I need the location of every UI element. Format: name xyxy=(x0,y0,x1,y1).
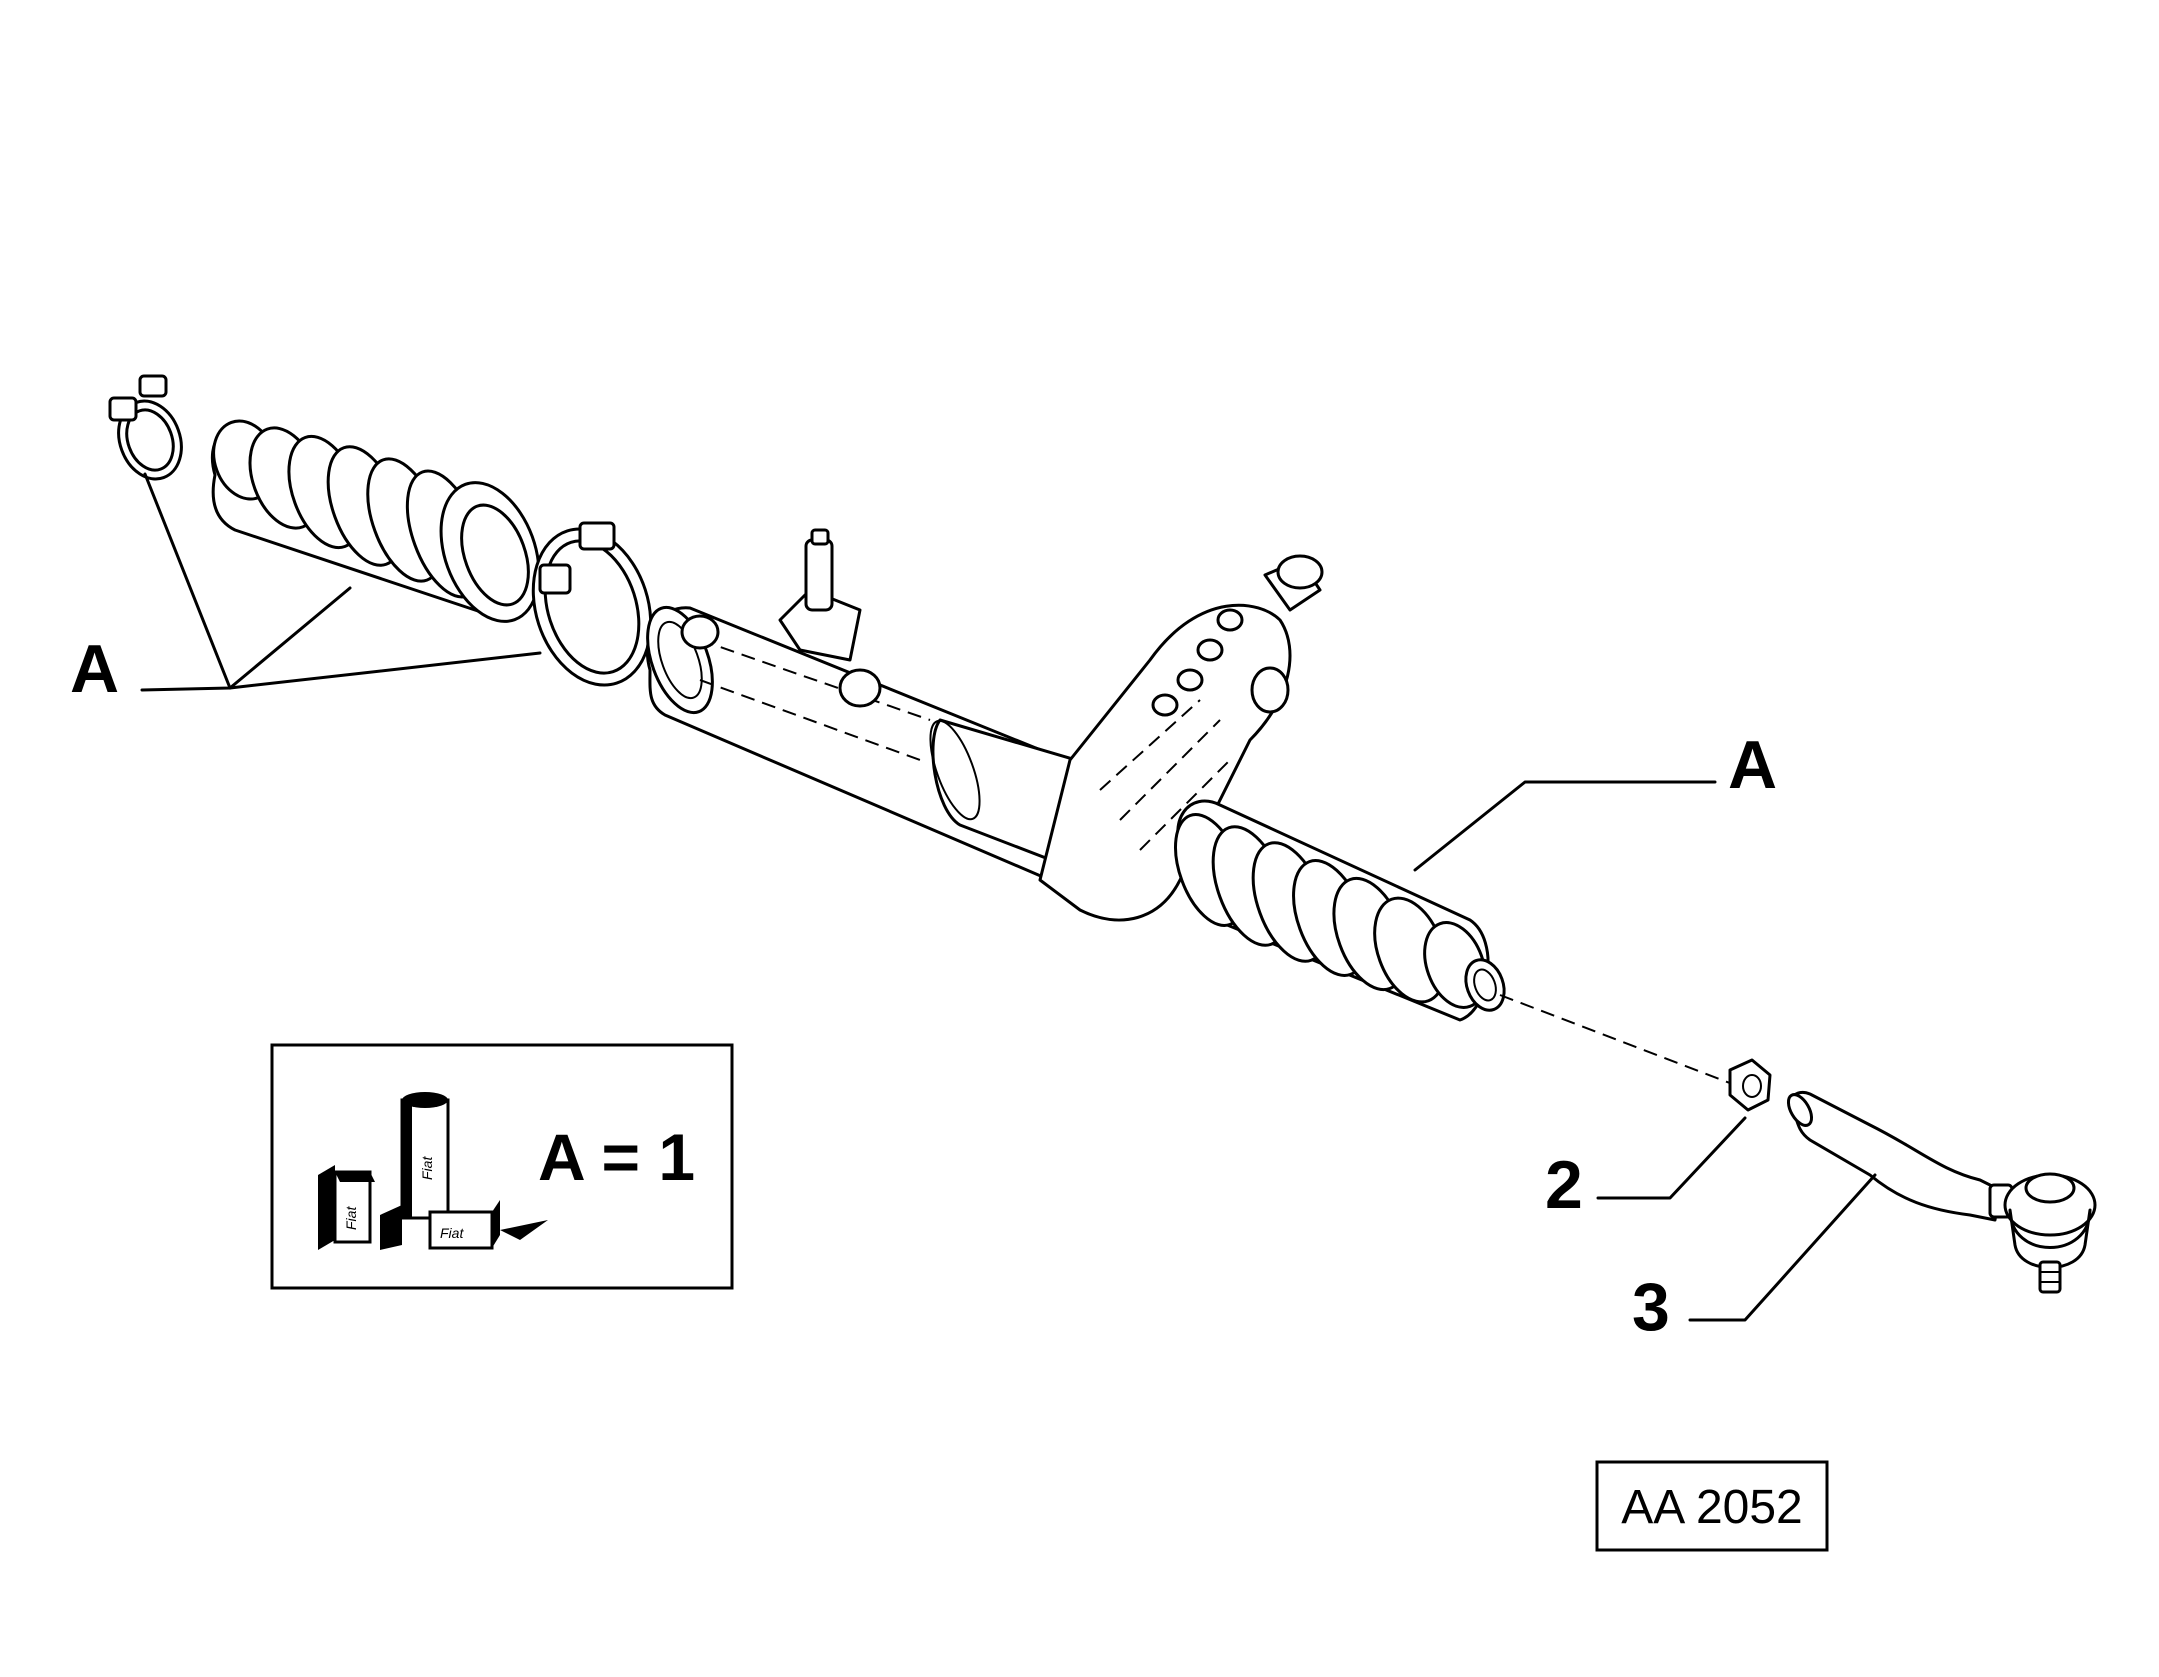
drawing-id: AA 2052 xyxy=(1621,1481,1803,1534)
callout-2: 2 xyxy=(1545,1147,1583,1223)
bellows-boot-right xyxy=(1174,799,1506,1022)
kit-brand-3: Fiat xyxy=(440,1225,464,1241)
steering-rack-housing xyxy=(645,528,1324,922)
small-clamp-left xyxy=(108,374,183,481)
legend-box: Fiat Fiat Fiat A = 1 xyxy=(270,1043,734,1290)
tie-rod-end xyxy=(1786,1091,2097,1294)
large-clamp-left xyxy=(531,521,653,687)
legend-equation: A = 1 xyxy=(538,1120,695,1194)
assembly-axis-line xyxy=(1499,994,1736,1086)
lock-nut xyxy=(1728,1058,1772,1112)
drawing-id-box: AA 2052 xyxy=(1595,1460,1829,1552)
callout-a-left: A xyxy=(70,631,119,707)
leader-lines xyxy=(140,472,1877,1322)
parts-kit-icon: Fiat Fiat Fiat xyxy=(318,1092,548,1250)
callout-a-right: A xyxy=(1728,727,1777,803)
bellows-boot-left xyxy=(210,419,541,623)
callout-3: 3 xyxy=(1632,1269,1670,1345)
kit-brand-2: Fiat xyxy=(419,1156,435,1180)
kit-brand-1: Fiat xyxy=(343,1206,359,1230)
